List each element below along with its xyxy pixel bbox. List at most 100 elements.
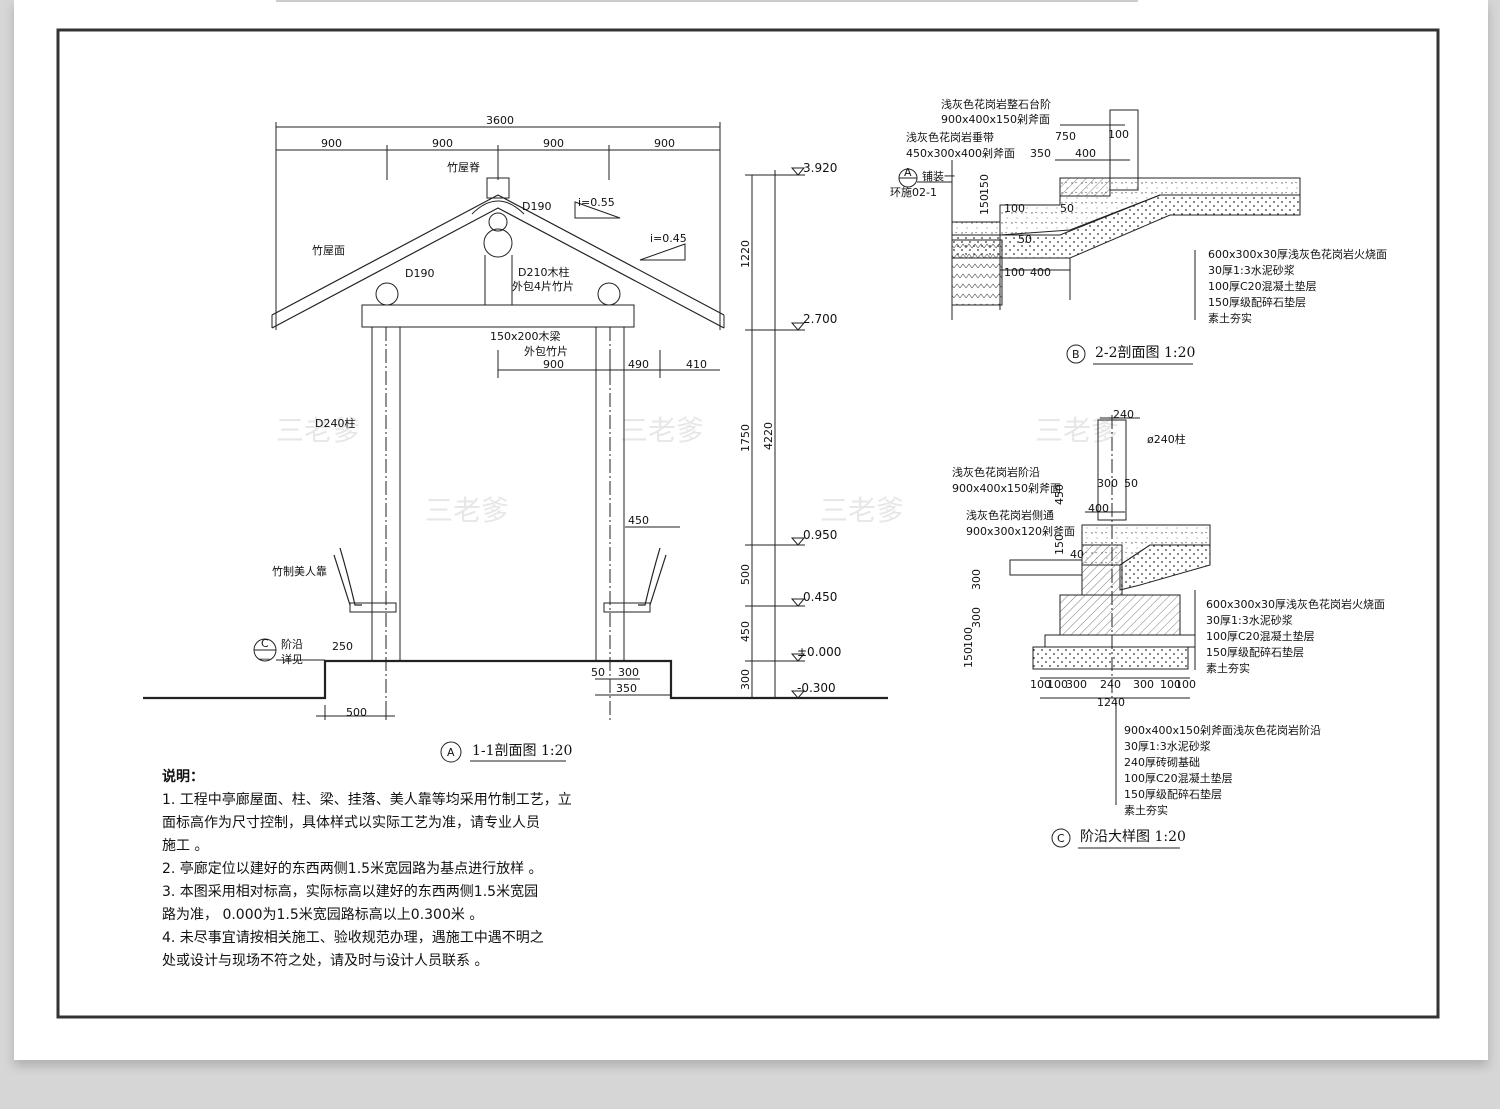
s2-dim: 100 — [1004, 202, 1025, 215]
vdim-1220: 1220 — [739, 240, 752, 268]
s2-label-band-sub: 450x300x400剁斧面 — [906, 146, 1015, 160]
s2-label-step: 浅灰色花岗岩整石台阶 — [941, 97, 1051, 111]
label-roof: 竹屋面 — [312, 243, 345, 257]
dim-inner: 900 — [543, 358, 564, 371]
s2-label-step-sub: 900x400x150剁斧面 — [941, 112, 1050, 126]
section-1-1 — [143, 122, 888, 720]
dim-inner: 410 — [686, 358, 707, 371]
section-3-symbol: C — [1057, 832, 1065, 845]
section-1-symbol: A — [447, 746, 455, 759]
s3-dim: 100 — [962, 627, 975, 648]
label-d210: D210木柱 — [518, 265, 569, 279]
section-1-title: 1-1剖面图 1:20 — [472, 743, 572, 759]
s3-bottom-total: 1240 — [1097, 696, 1125, 709]
level-0450: 0.450 — [803, 590, 837, 604]
s3-dim: 150 — [962, 647, 975, 668]
section-2-symbol: B — [1072, 348, 1080, 361]
watermark: 三老爹 — [425, 494, 509, 527]
cad-drawing: 三老爹 三老爹 三老爹 三老爹 三老爹 — [56, 0, 1440, 1019]
s3-label-edge: 浅灰色花岗岩阶沿 — [952, 465, 1040, 479]
level-minus-0300: -0.300 — [797, 681, 836, 695]
s3-bottom-dim: 100 — [1175, 678, 1196, 691]
dim-inner: 50 — [591, 666, 605, 679]
s3-label-curb: 浅灰色花岗岩侧通 — [966, 508, 1054, 522]
notes-line: 施工 。 — [162, 838, 209, 854]
watermark: 三老爹 — [1035, 414, 1119, 447]
dim-inner: 350 — [616, 682, 637, 695]
s2-ref-sheet: 环施02-1 — [890, 186, 937, 199]
s3-dim: 240 — [1113, 408, 1134, 421]
dim-seg-1: 900 — [321, 137, 342, 150]
s2-ref-text: 铺装一 — [922, 170, 955, 183]
label-d190-left: D190 — [405, 267, 434, 280]
label-ridge: 竹屋脊 — [447, 160, 480, 174]
s2-dim: 400 — [1030, 266, 1051, 279]
step-ref-symbol: C — [261, 637, 269, 650]
section-2-2-text: 浅灰色花岗岩整石台阶 900x400x150剁斧面 浅灰色花岗岩垂带 450x3… — [890, 97, 1387, 365]
s3-bottom-dim: 100 — [1047, 678, 1068, 691]
dim-seg-4: 900 — [654, 137, 675, 150]
s2-dim: 150 — [978, 174, 991, 195]
s3-dim: 300 — [970, 607, 983, 628]
notes-line: 3. 本图采用相对标高，实际标高以建好的东西两侧1.5米宽园 — [162, 884, 539, 900]
s3-layer-bottom: 900x400x150剁斧面浅灰色花岗岩阶沿 — [1124, 723, 1321, 737]
label-step-ref-sub: 详见 — [281, 652, 303, 666]
s3-layer-top: 素土夯实 — [1206, 661, 1250, 675]
step-detail-text: 240 ø240柱 浅灰色花岗岩阶沿 900x400x150剁斧面 浅灰色花岗岩… — [952, 408, 1385, 849]
level-0950: 0.950 — [803, 528, 837, 542]
s2-layer: 150厚级配碎石垫层 — [1208, 295, 1306, 309]
s3-bottom-dim: 300 — [1066, 678, 1087, 691]
s2-ref-symbol: A — [904, 166, 912, 179]
vdim-500: 500 — [739, 564, 752, 585]
dim-total: 3600 — [486, 114, 514, 127]
s3-bottom-dim: 100 — [1030, 678, 1051, 691]
s3-label-column: ø240柱 — [1147, 432, 1186, 446]
dim-inner: 500 — [346, 706, 367, 719]
s3-bottom-dim: 300 — [1133, 678, 1154, 691]
s2-dim: 50 — [1018, 233, 1032, 246]
label-d210-sub: 外包4片竹片 — [512, 279, 574, 293]
dim-inner: 250 — [332, 640, 353, 653]
section-step-detail — [1009, 415, 1211, 848]
drawing-sheet: 三老爹 三老爹 三老爹 三老爹 三老爹 — [14, 0, 1488, 1060]
level-2700: 2.700 — [803, 312, 837, 326]
s3-layer-bottom: 30厚1:3水泥砂浆 — [1124, 739, 1211, 753]
design-notes: 说明： 1. 工程中亭廊屋面、柱、梁、挂落、美人靠等均采用竹制工艺，立 面标高作… — [162, 766, 612, 973]
section-3-title: 阶沿大样图 1:20 — [1080, 829, 1186, 845]
dim-inner: 450 — [628, 514, 649, 527]
label-step-ref: 阶沿 — [281, 637, 303, 651]
s3-bottom-dim: 100 — [1160, 678, 1181, 691]
s3-dim: 150 — [1053, 534, 1066, 555]
dim-seg-2: 900 — [432, 137, 453, 150]
s2-dim: 750 — [1055, 130, 1076, 143]
section-2-title: 2-2剖面图 1:20 — [1095, 345, 1195, 361]
dim-inner: 300 — [618, 666, 639, 679]
s3-label-edge-sub: 900x400x150剁斧面 — [952, 481, 1061, 495]
s3-dim: 50 — [1124, 477, 1138, 490]
dim-inner: 490 — [628, 358, 649, 371]
section-2-2 — [898, 109, 1301, 364]
notes-line: 2. 亭廊定位以建好的东西两侧1.5米宽园路为基点进行放样 。 — [162, 861, 543, 877]
watermark: 三老爹 — [276, 414, 360, 447]
s3-layer-bottom: 素土夯实 — [1124, 803, 1168, 817]
section-1-1-text: 3600 900 900 900 900 竹屋脊 竹屋面 D190 D190 D… — [259, 114, 841, 763]
s3-dim: 300 — [970, 569, 983, 590]
vdim-1750: 1750 — [739, 424, 752, 452]
s2-dim: 150 — [978, 194, 991, 215]
s3-layer-top: 600x300x30厚浅灰色花岗岩火烧面 — [1206, 597, 1385, 611]
notes-line: 1. 工程中亭廊屋面、柱、梁、挂落、美人靠等均采用竹制工艺，立 — [162, 792, 572, 808]
s2-layer: 100厚C20混凝土垫层 — [1208, 279, 1317, 293]
label-beam-sub: 外包竹片 — [524, 344, 568, 358]
s3-layer-top: 150厚级配碎石垫层 — [1206, 645, 1304, 659]
label-d190-top: D190 — [522, 200, 551, 213]
s2-layer: 600x300x30厚浅灰色花岗岩火烧面 — [1208, 247, 1387, 261]
s2-label-band: 浅灰色花岗岩垂带 — [906, 130, 994, 144]
s3-dim: 450 — [1053, 484, 1066, 505]
s3-layer-bottom: 100厚C20混凝土垫层 — [1124, 771, 1233, 785]
s2-dim: 100 — [1108, 128, 1129, 141]
label-column: D240柱 — [315, 416, 355, 430]
dim-seg-3: 900 — [543, 137, 564, 150]
s3-layer-bottom: 240厚砖砌基础 — [1124, 755, 1200, 769]
watermark: 三老爹 — [820, 494, 904, 527]
s3-layer-top: 100厚C20混凝土垫层 — [1206, 629, 1315, 643]
